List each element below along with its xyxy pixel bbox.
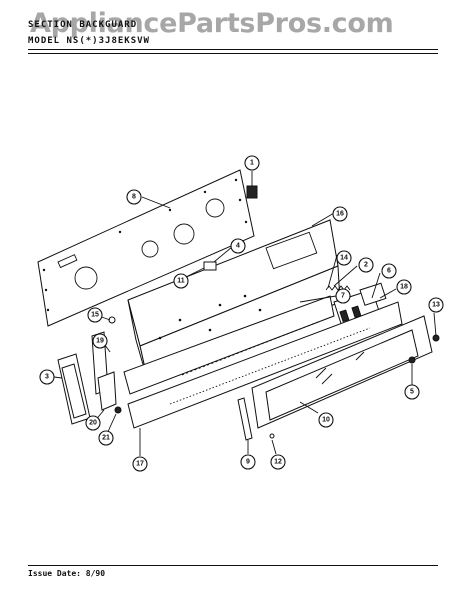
callout-9: 9: [240, 454, 256, 470]
callout-4: 4: [230, 238, 246, 254]
callout-21: 21: [98, 430, 114, 446]
callout-6: 6: [381, 263, 397, 279]
svg-text:11: 11: [177, 278, 185, 285]
svg-text:8: 8: [132, 194, 136, 201]
svg-text:15: 15: [91, 312, 99, 319]
callout-13: 13: [428, 297, 444, 313]
callout-3: 3: [39, 369, 55, 385]
svg-text:6: 6: [387, 268, 391, 275]
callout-19: 19: [92, 333, 108, 349]
footer-rule: [28, 565, 438, 566]
svg-text:13: 13: [432, 302, 440, 309]
callout-5: 5: [404, 384, 420, 400]
watermark: AppliancePartsPros.com: [30, 8, 394, 39]
section-label: SECTION BACKGUARD: [28, 20, 138, 30]
callout-16: 16: [332, 206, 348, 222]
rear-panel-part: [37, 169, 255, 327]
strip-part: [237, 397, 253, 441]
callout-7: 7: [335, 288, 351, 304]
vent-trim-part: [123, 295, 335, 395]
bracket-part: [91, 331, 117, 411]
callouts: 1 2 3 4 5 6 7 8 9 10 11 12 13 14 15 16 1…: [39, 155, 444, 472]
header-rule-bottom: [28, 53, 438, 54]
callout-18: 18: [396, 279, 412, 295]
svg-text:20: 20: [89, 420, 97, 427]
svg-text:4: 4: [236, 243, 240, 250]
svg-text:17: 17: [136, 461, 144, 468]
front-trim-part: [127, 301, 403, 429]
callout-14: 14: [336, 250, 352, 266]
issue-date: Issue Date: 8/90: [28, 569, 106, 578]
svg-text:3: 3: [45, 374, 49, 381]
svg-text:14: 14: [340, 255, 348, 262]
callout-11: 11: [173, 273, 189, 289]
header-rule-top: [28, 49, 438, 50]
callout-8: 8: [126, 189, 142, 205]
callout-20: 20: [85, 415, 101, 431]
svg-text:16: 16: [336, 211, 344, 218]
callout-10: 10: [318, 412, 334, 428]
svg-text:10: 10: [322, 417, 330, 424]
svg-text:9: 9: [246, 459, 250, 466]
callout-2: 2: [358, 257, 374, 273]
end-cap-part: [57, 353, 91, 425]
svg-text:18: 18: [400, 284, 408, 291]
callout-15: 15: [87, 307, 103, 323]
glass-panel-part: [251, 315, 433, 429]
callout-17: 17: [132, 456, 148, 472]
model-label: MODEL NS(*)3J8EKSVW: [28, 36, 150, 46]
svg-text:2: 2: [364, 262, 368, 269]
spring-part: [325, 285, 351, 291]
clip-part: [246, 185, 258, 199]
fasteners: [108, 261, 440, 439]
svg-text:21: 21: [102, 435, 110, 442]
callout-12: 12: [270, 454, 286, 470]
svg-text:19: 19: [96, 338, 104, 345]
svg-text:1: 1: [250, 160, 254, 167]
svg-text:5: 5: [410, 389, 414, 396]
callout-1: 1: [244, 155, 260, 171]
svg-text:7: 7: [341, 293, 345, 300]
svg-text:12: 12: [274, 459, 282, 466]
